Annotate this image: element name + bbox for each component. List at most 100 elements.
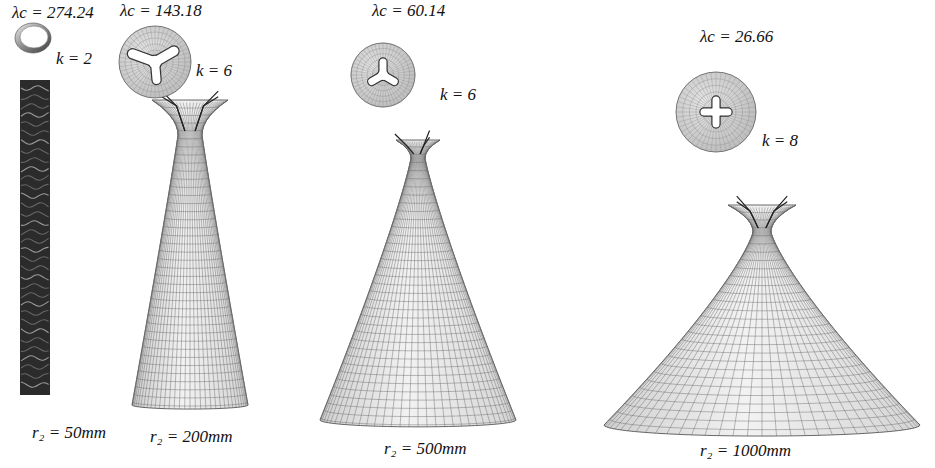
mesh-line — [605, 205, 753, 426]
mesh-line — [358, 322, 478, 326]
wrinkle-line — [21, 140, 49, 145]
mesh-line — [160, 106, 220, 108]
mesh-line — [194, 102, 211, 408]
mesh-line — [767, 207, 857, 434]
hole-edge — [149, 56, 162, 69]
mesh-line — [424, 141, 501, 424]
wrinkle-line — [21, 221, 49, 226]
wrinkle-line — [21, 275, 49, 280]
mesh-line — [771, 205, 920, 425]
mesh-line — [656, 207, 756, 433]
disc — [676, 72, 756, 152]
mesh-line — [193, 103, 206, 409]
mesh-line — [141, 354, 239, 357]
wrinkle-line — [21, 104, 49, 109]
mesh-line — [752, 227, 772, 229]
mesh-line — [695, 323, 829, 328]
mesh-line — [604, 205, 753, 425]
eigenvalue-label: λc = 274.24 — [12, 4, 94, 23]
wave-number-label: k = 8 — [762, 132, 798, 151]
mesh-line — [661, 363, 863, 370]
mesh-line — [730, 275, 794, 277]
mesh-line — [327, 402, 509, 408]
mesh-line — [346, 354, 490, 359]
mesh-line — [771, 205, 917, 427]
mesh-line — [752, 235, 772, 237]
mesh-line — [134, 394, 246, 398]
mesh-line — [192, 103, 200, 409]
mesh-line — [632, 395, 891, 404]
wrinkle-line — [21, 95, 49, 100]
mesh-line — [364, 306, 472, 310]
radius-label: r₂ = 1000mm — [700, 442, 791, 461]
mesh-line — [419, 142, 427, 427]
mesh-line — [202, 100, 248, 405]
mesh-line — [169, 194, 212, 195]
mesh-line — [389, 234, 447, 236]
mesh-line — [725, 283, 799, 286]
mesh-line — [675, 347, 849, 353]
disc — [351, 43, 415, 107]
mesh-line — [175, 154, 205, 155]
mesh-line — [367, 298, 470, 302]
mesh-line — [771, 205, 919, 426]
wave-number-label: k = 6 — [440, 86, 476, 105]
wrinkle-line — [21, 256, 49, 261]
buckle-fold — [737, 196, 758, 228]
mesh-line — [769, 207, 879, 433]
top-view — [351, 43, 415, 107]
mesh-line — [201, 101, 242, 407]
mesh-line — [610, 206, 753, 428]
hole — [378, 70, 388, 80]
mesh-line — [133, 100, 178, 405]
mesh-line — [397, 210, 439, 211]
wrinkle-line — [21, 212, 49, 217]
mesh-line — [384, 250, 453, 252]
mesh-line — [355, 330, 481, 334]
mesh-line — [150, 306, 231, 309]
mesh-line — [418, 142, 419, 427]
mesh-line — [425, 140, 516, 420]
radius-label: r₂ = 500mm — [384, 440, 467, 459]
wrinkle-line — [21, 382, 49, 387]
mesh-line — [745, 251, 779, 252]
mesh-line — [174, 122, 205, 123]
mesh-line — [767, 207, 845, 434]
mesh-line — [320, 140, 411, 420]
wrinkle-line — [21, 373, 49, 378]
cone-figure — [320, 131, 516, 427]
mesh-line — [161, 242, 220, 244]
mesh-line — [346, 141, 413, 425]
mesh-line — [200, 102, 237, 408]
mesh-line — [425, 140, 514, 421]
mesh-line — [679, 207, 757, 434]
buckle-fold — [162, 91, 185, 131]
wrinkle-line — [21, 284, 49, 289]
mesh-line — [351, 43, 415, 107]
mesh-line — [198, 102, 229, 408]
wrinkle-line — [21, 329, 49, 334]
mesh-line — [771, 206, 914, 428]
mesh-line — [749, 243, 775, 245]
eigenvalue-label: λc = 143.18 — [120, 2, 202, 21]
mesh-line — [352, 338, 484, 343]
cone-surface — [604, 205, 920, 436]
mesh-line — [424, 141, 505, 423]
mesh-line — [423, 141, 490, 425]
mesh-line — [375, 274, 460, 277]
mesh-line — [156, 266, 223, 268]
wrinkle-line — [21, 130, 49, 135]
mesh-line — [162, 234, 218, 236]
buckle-fold — [766, 196, 787, 228]
wave-number-label: k = 6 — [196, 62, 232, 81]
wrinkle-line — [21, 238, 49, 243]
hole-edge — [378, 70, 388, 80]
mesh-line — [352, 141, 413, 425]
buckle-fold — [737, 202, 758, 228]
mesh-line — [132, 100, 178, 405]
wrinkle-line — [21, 158, 49, 163]
mesh-line — [406, 178, 429, 180]
mesh-line — [423, 141, 484, 425]
mesh-line — [170, 186, 210, 187]
mesh-line — [645, 207, 755, 433]
